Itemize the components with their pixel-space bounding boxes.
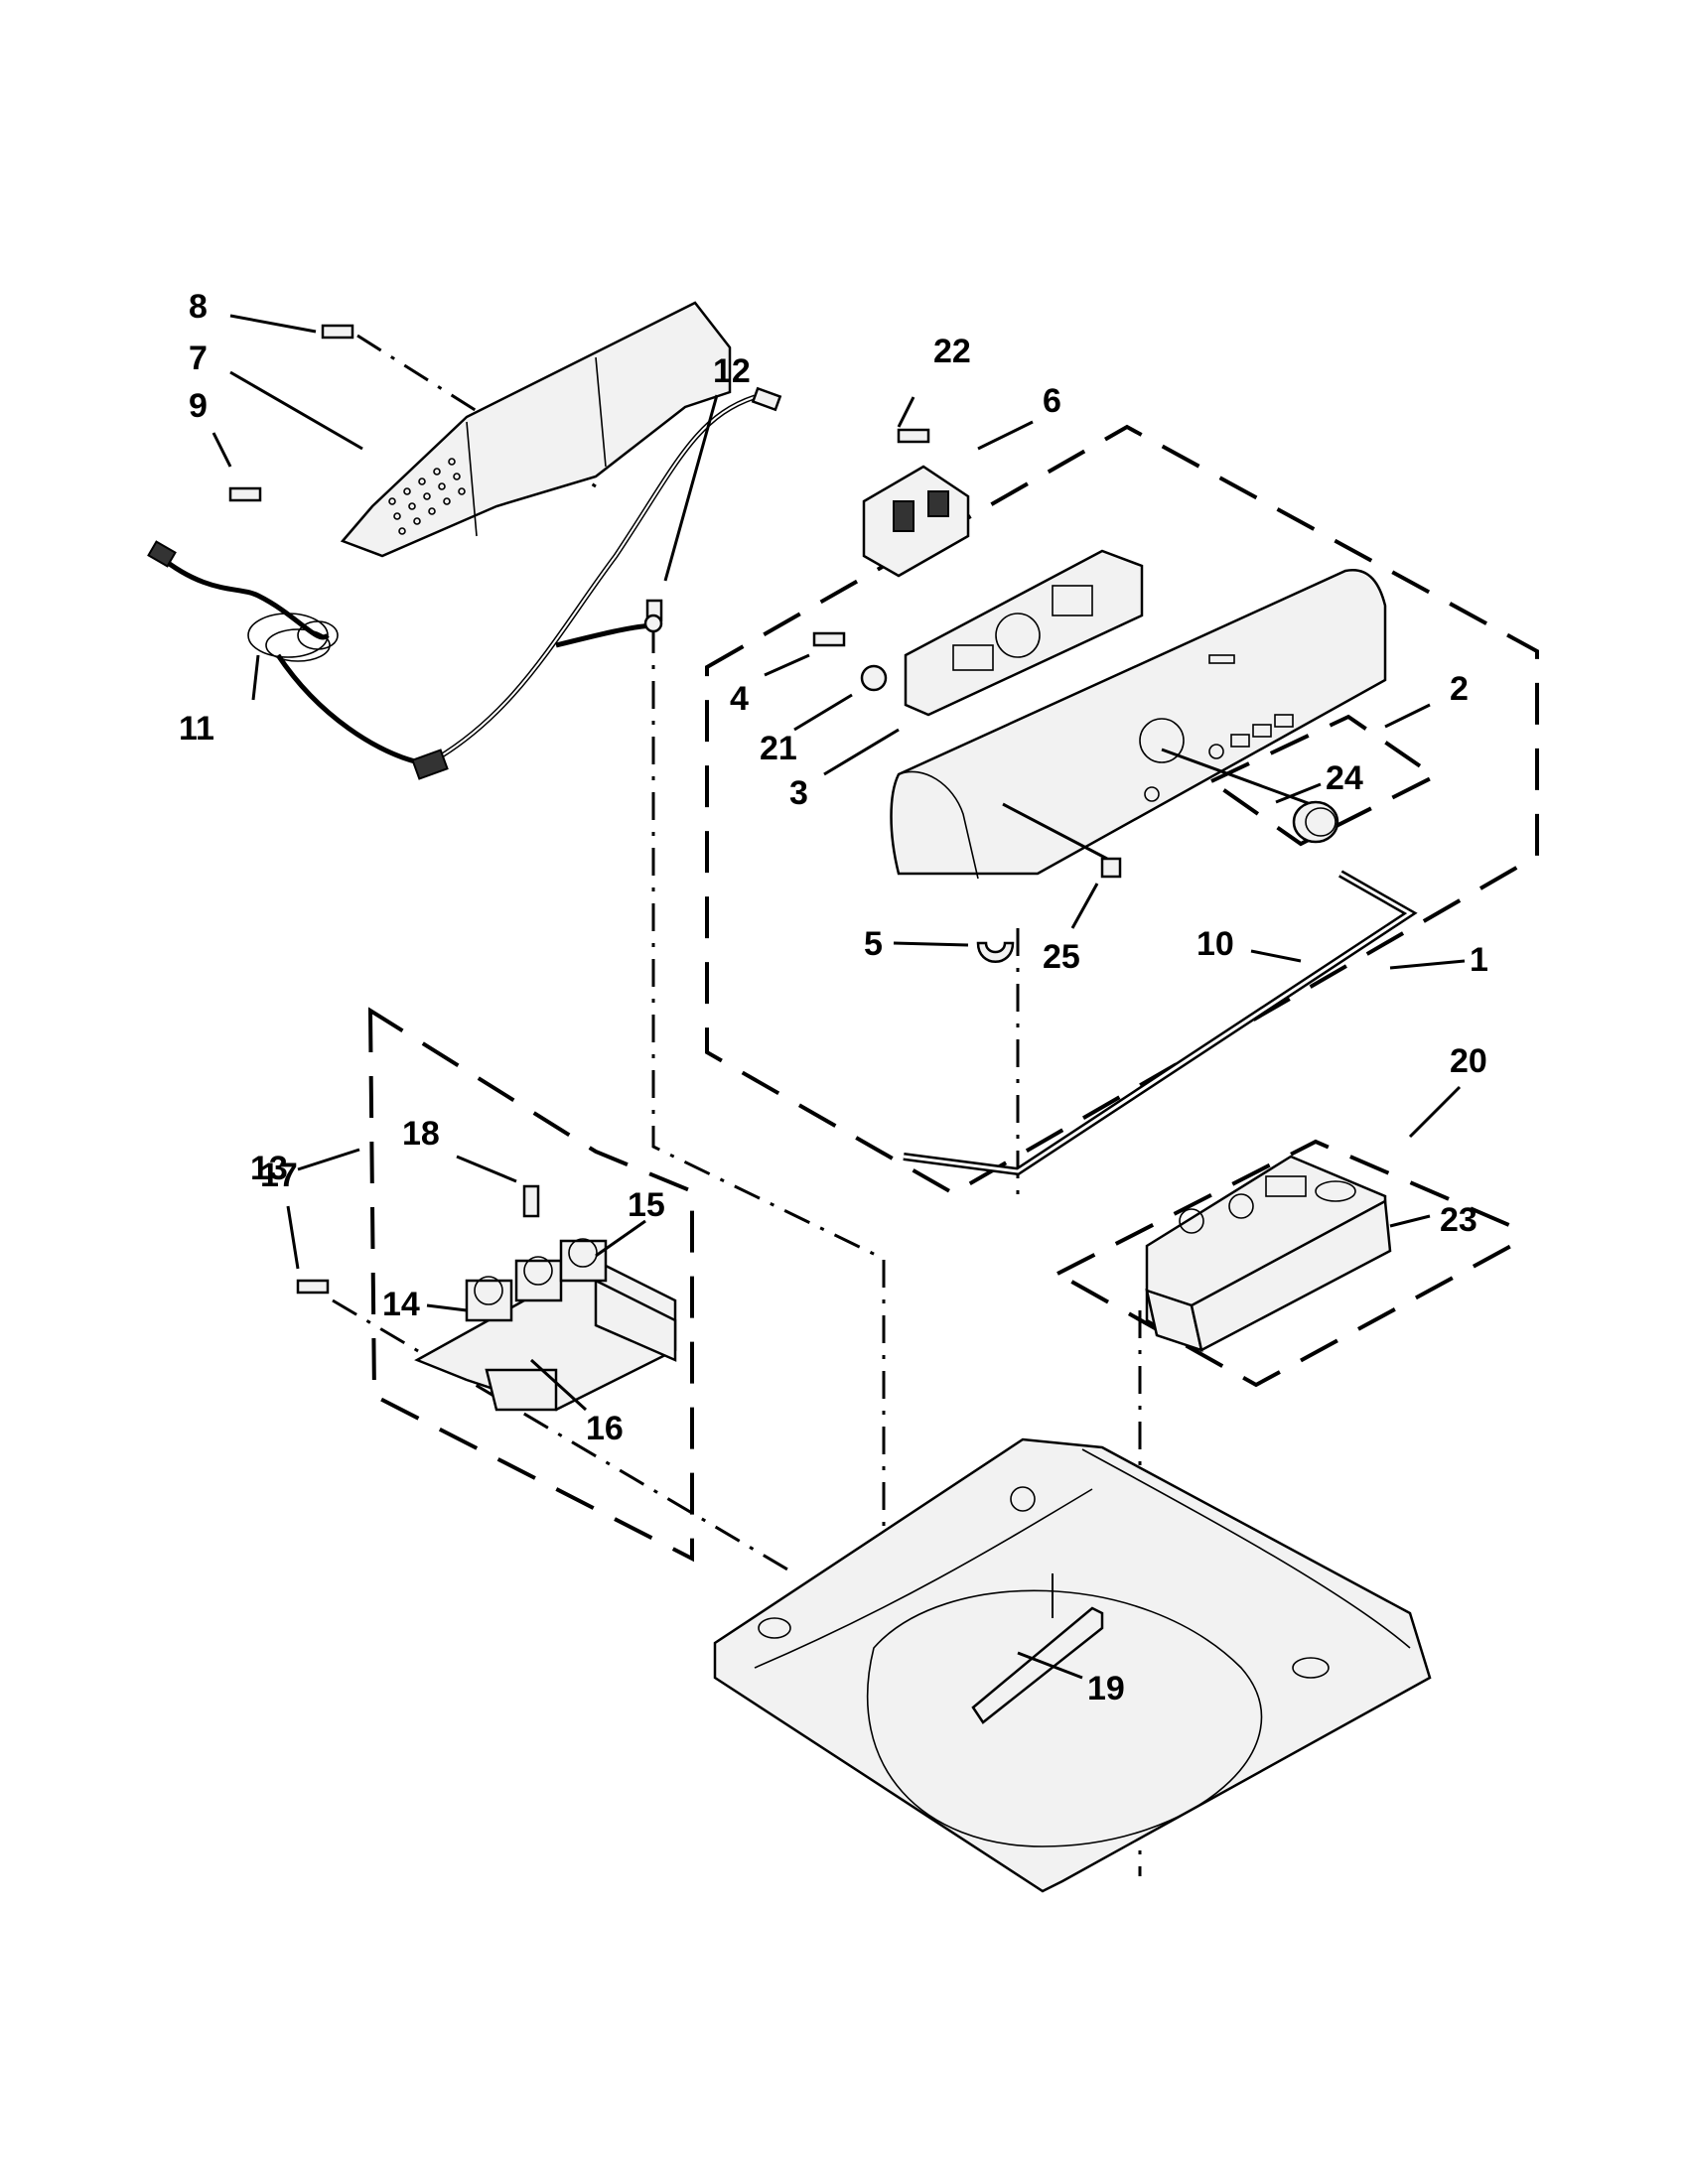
screw-9 <box>228 486 262 502</box>
callout-12: 12 <box>713 352 751 390</box>
knob-assembly-box <box>1207 714 1439 847</box>
screw-18 <box>522 1184 540 1218</box>
valve-assembly-box <box>367 1007 694 1563</box>
ground-screw-part <box>643 599 663 633</box>
callout-18: 18 <box>402 1115 440 1153</box>
callout-8: 8 <box>189 288 208 326</box>
leader-valve-bracket <box>332 1298 795 1575</box>
console-assembly-box <box>705 424 1539 1196</box>
light-pipe-part <box>1002 802 1122 879</box>
callout-9: 9 <box>189 387 208 425</box>
callout-11: 11 <box>179 710 214 748</box>
ui-board-part <box>862 465 970 578</box>
callout-6: 6 <box>1043 382 1061 420</box>
callout-20: 20 <box>1450 1042 1487 1080</box>
rear-panel-part <box>340 301 732 558</box>
leader-ground-screw <box>651 625 886 1613</box>
callout-4: 4 <box>730 680 749 718</box>
screw-17 <box>296 1279 330 1295</box>
dispenser-drawer-part <box>1145 1155 1392 1352</box>
power-cord-part <box>147 386 782 780</box>
hinge-bracket-part <box>971 1573 1104 1724</box>
screw-4 <box>812 631 846 647</box>
callout-5: 5 <box>864 925 883 963</box>
screw-8 <box>321 324 354 340</box>
valve-assembly-part <box>414 1238 677 1412</box>
console-shell-part <box>890 568 1387 880</box>
vent-holes <box>388 458 466 535</box>
callout-13: 13 <box>250 1150 288 1187</box>
callout-22: 22 <box>933 333 971 370</box>
callout-25: 25 <box>1043 938 1080 976</box>
callout-21: 21 <box>760 730 797 767</box>
rod-part <box>903 870 1418 1176</box>
knob-part <box>1161 748 1339 844</box>
callout-24: 24 <box>1326 759 1363 797</box>
control-board-part <box>904 549 1144 717</box>
callout-1: 1 <box>1470 941 1488 979</box>
callout-2: 2 <box>1450 670 1469 708</box>
washer-top-part <box>713 1437 1432 1893</box>
callout-arrows <box>211 314 1466 1680</box>
callout-16: 16 <box>586 1410 624 1447</box>
clip-part <box>976 941 1015 963</box>
encoder-part <box>860 664 888 692</box>
callout-14: 14 <box>382 1286 420 1323</box>
callout-15: 15 <box>628 1186 665 1224</box>
screw-22 <box>897 428 930 444</box>
callout-23: 23 <box>1440 1201 1477 1239</box>
callout-10: 10 <box>1196 925 1234 963</box>
callout-3: 3 <box>789 774 808 812</box>
callout-19: 19 <box>1087 1670 1125 1707</box>
callout-17: 17 <box>260 1157 298 1194</box>
callout-7: 7 <box>189 340 208 377</box>
